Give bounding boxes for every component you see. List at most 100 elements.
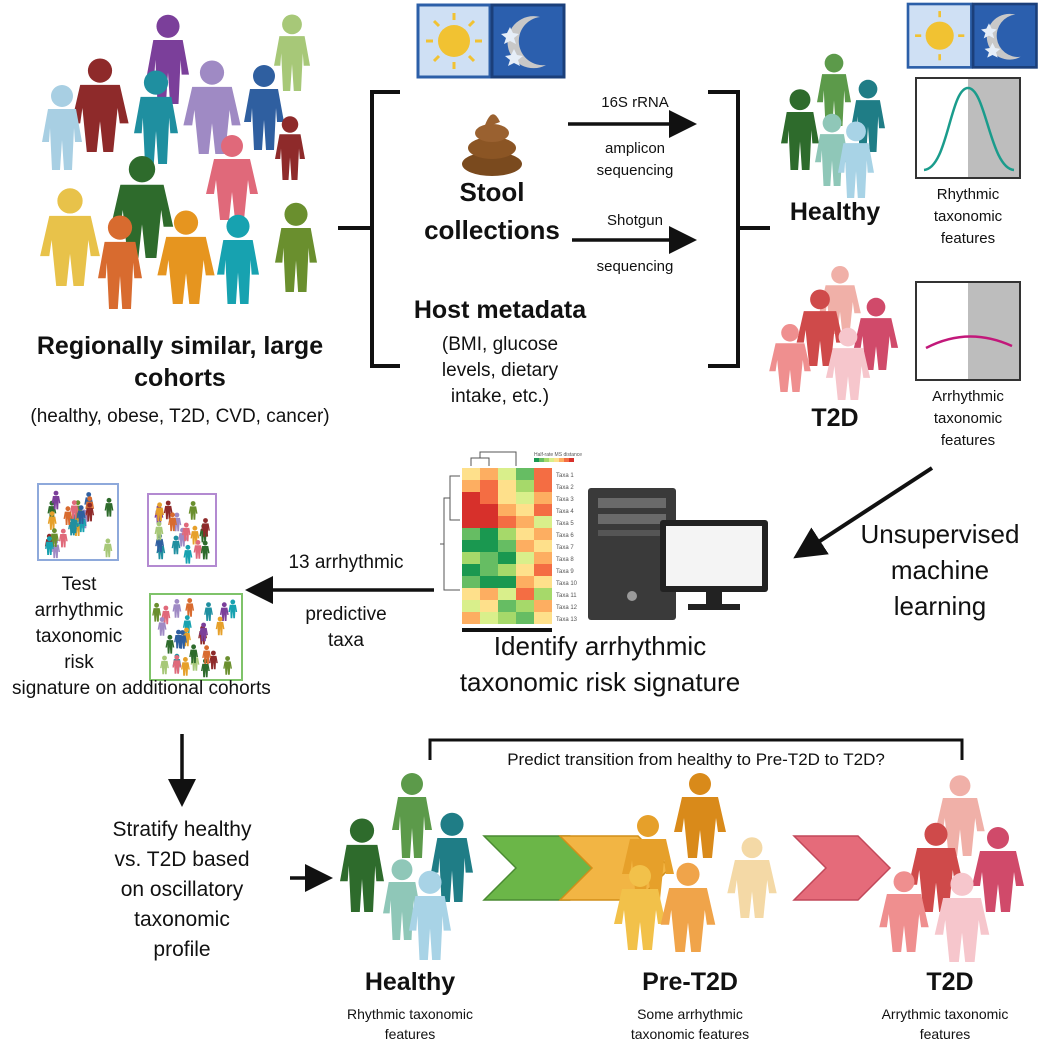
heatmap-cell	[480, 528, 498, 540]
rhythmic-label-line1: Rhythmic	[936, 186, 1000, 203]
bottom-healthy-sub2: features	[384, 1026, 436, 1042]
heatmap-cell	[462, 612, 480, 624]
heatmap-cell	[516, 552, 534, 564]
heatmap-cell	[516, 576, 534, 588]
healthy-group-icon	[781, 53, 885, 198]
heatmap-cell	[534, 600, 552, 612]
heatmap-cell	[498, 564, 516, 576]
sequencing-arrows	[568, 110, 697, 254]
heatmap-row-label: Taxa 10	[556, 581, 578, 587]
test-label-line3: taxonomic	[35, 626, 123, 647]
heatmap-row-label: Taxa 12	[556, 605, 578, 611]
cohorts-subtitle: (healthy, obese, T2D, CVD, cancer)	[30, 406, 330, 427]
heatmap-cell	[516, 468, 534, 480]
arrhythmic-label-line3: features	[940, 432, 996, 449]
heatmap-cell	[498, 600, 516, 612]
heatmap-cell	[498, 540, 516, 552]
heatmap-cell	[498, 492, 516, 504]
stool-icon	[462, 114, 522, 176]
heatmap-row-label: Taxa 13	[556, 617, 578, 623]
heatmap-row-label: Taxa 6	[556, 533, 574, 539]
heatmap-row-label: Taxa 9	[556, 569, 574, 575]
stratify-line2: vs. T2D based	[114, 848, 250, 871]
heatmap-cell	[480, 576, 498, 588]
heatmap-cell	[498, 528, 516, 540]
rhythmic-label-line2: taxonomic	[933, 208, 1003, 225]
stool-line2: collections	[424, 215, 560, 245]
stratify-line3: on oscillatory	[120, 878, 244, 901]
heatmap-cell	[534, 588, 552, 600]
chevron-pre-to-t2d	[792, 835, 892, 901]
ml-label-line2: machine	[890, 555, 990, 585]
heatmap-row-label: Taxa 3	[556, 497, 574, 503]
amplicon-label: amplicon	[604, 140, 666, 157]
host-metadata-title: Host metadata	[413, 296, 587, 324]
stool-line1: Stool	[459, 177, 525, 207]
heatmap-row-label: Taxa 2	[556, 485, 574, 491]
signature-label-line2: taxonomic risk signature	[459, 667, 741, 697]
cohort-crowd	[40, 14, 317, 309]
right-bracket	[708, 90, 770, 368]
heatmap-cell	[516, 612, 534, 624]
test-label-line1: Test	[61, 574, 97, 595]
bottom-pre-t2d-sub1: Some arrhythmic	[637, 1006, 743, 1022]
heatmap-cell	[462, 504, 480, 516]
heatmap-cell	[498, 552, 516, 564]
heatmap-cell	[534, 612, 552, 624]
heatmap-cell	[480, 552, 498, 564]
heatmap-cell	[480, 600, 498, 612]
stratify-line4: taxonomic	[134, 908, 230, 931]
heatmap-cell	[480, 504, 498, 516]
computer-icon	[588, 488, 768, 620]
heatmap-cell	[534, 540, 552, 552]
heatmap-row-label: Taxa 7	[556, 545, 574, 551]
heatmap-cell	[462, 600, 480, 612]
heatmap-cell	[480, 540, 498, 552]
transition-bracket	[428, 738, 964, 760]
arrhythmic-plot	[915, 281, 1021, 381]
shotgun-sequencing-label: sequencing	[596, 258, 674, 275]
heatmap-cell	[462, 528, 480, 540]
heatmap-cell	[534, 528, 552, 540]
heatmap-key-title: Half-rate MS distance	[534, 452, 582, 458]
rrna-label: 16S rRNA	[601, 94, 669, 111]
heatmap-cell	[534, 468, 552, 480]
taxa-arrow-line2: predictive	[305, 604, 387, 625]
sun-moon-icon	[416, 3, 566, 79]
heatmap-cell	[462, 492, 480, 504]
bottom-t2d-label: T2D	[926, 968, 974, 996]
heatmap-cell	[462, 468, 480, 480]
heatmap-cell	[534, 576, 552, 588]
heatmap-cell	[498, 480, 516, 492]
host-metadata-line1: (BMI, glucose	[441, 334, 559, 355]
host-metadata-line2: levels, dietary	[441, 360, 559, 381]
healthy-label: Healthy	[789, 198, 881, 226]
heatmap-cell	[516, 504, 534, 516]
host-metadata-line3: intake, etc.)	[450, 386, 550, 407]
arrhythmic-label-line2: taxonomic	[933, 410, 1003, 427]
heatmap-cell	[480, 612, 498, 624]
heatmap-cell	[516, 516, 534, 528]
heatmap-row-label: Taxa 1	[556, 473, 574, 479]
heatmap-cell	[516, 540, 534, 552]
heatmap-cell	[480, 480, 498, 492]
heatmap-cell	[498, 576, 516, 588]
heatmap-cell	[462, 588, 480, 600]
bottom-healthy-label: Healthy	[364, 968, 456, 996]
bottom-t2d-sub2: features	[919, 1026, 971, 1042]
stratify-line1: Stratify healthy	[112, 818, 252, 841]
stratify-line5: profile	[153, 938, 211, 961]
heatmap-cell	[498, 468, 516, 480]
bottom-pre-t2d-sub2: taxonomic features	[630, 1026, 750, 1042]
heatmap-cell	[534, 552, 552, 564]
heatmap-cell	[534, 516, 552, 528]
heatmap-cell	[516, 600, 534, 612]
heatmap-cell	[480, 468, 498, 480]
heatmap-cell	[462, 576, 480, 588]
left-bracket	[338, 90, 400, 368]
heatmap-cell	[480, 588, 498, 600]
transition-question: Predict transition from healthy to Pre-T…	[507, 750, 885, 769]
bottom-pre-t2d-group-icon	[614, 773, 777, 952]
heatmap-cell	[534, 480, 552, 492]
